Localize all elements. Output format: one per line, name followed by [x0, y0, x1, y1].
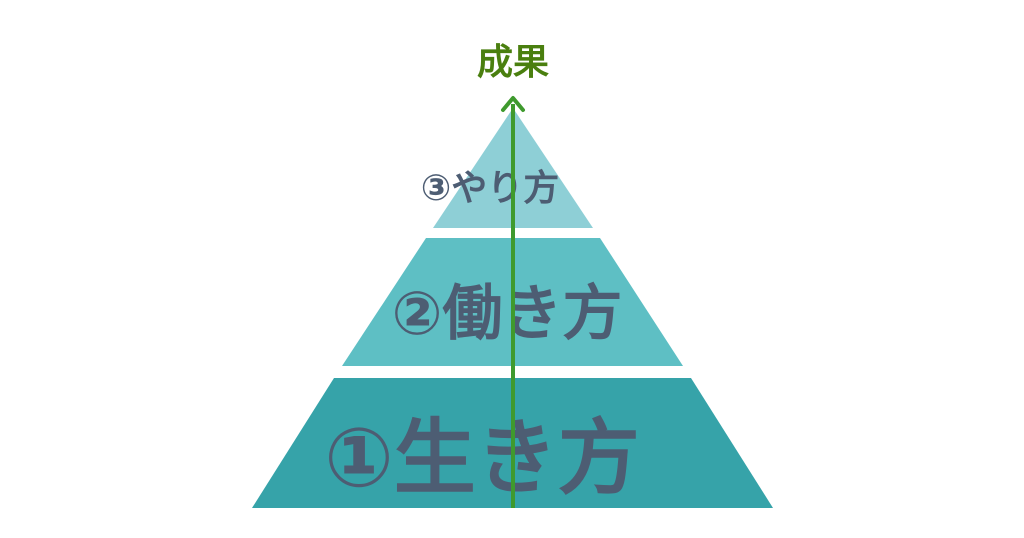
- tier-label-middle: ②働き方: [392, 279, 623, 349]
- tier-label-top: ③やり方: [421, 168, 559, 209]
- tier-label-bottom: ①生き方: [324, 411, 639, 506]
- outcome-label: 成果: [477, 42, 549, 83]
- up-arrow-icon: [501, 96, 525, 112]
